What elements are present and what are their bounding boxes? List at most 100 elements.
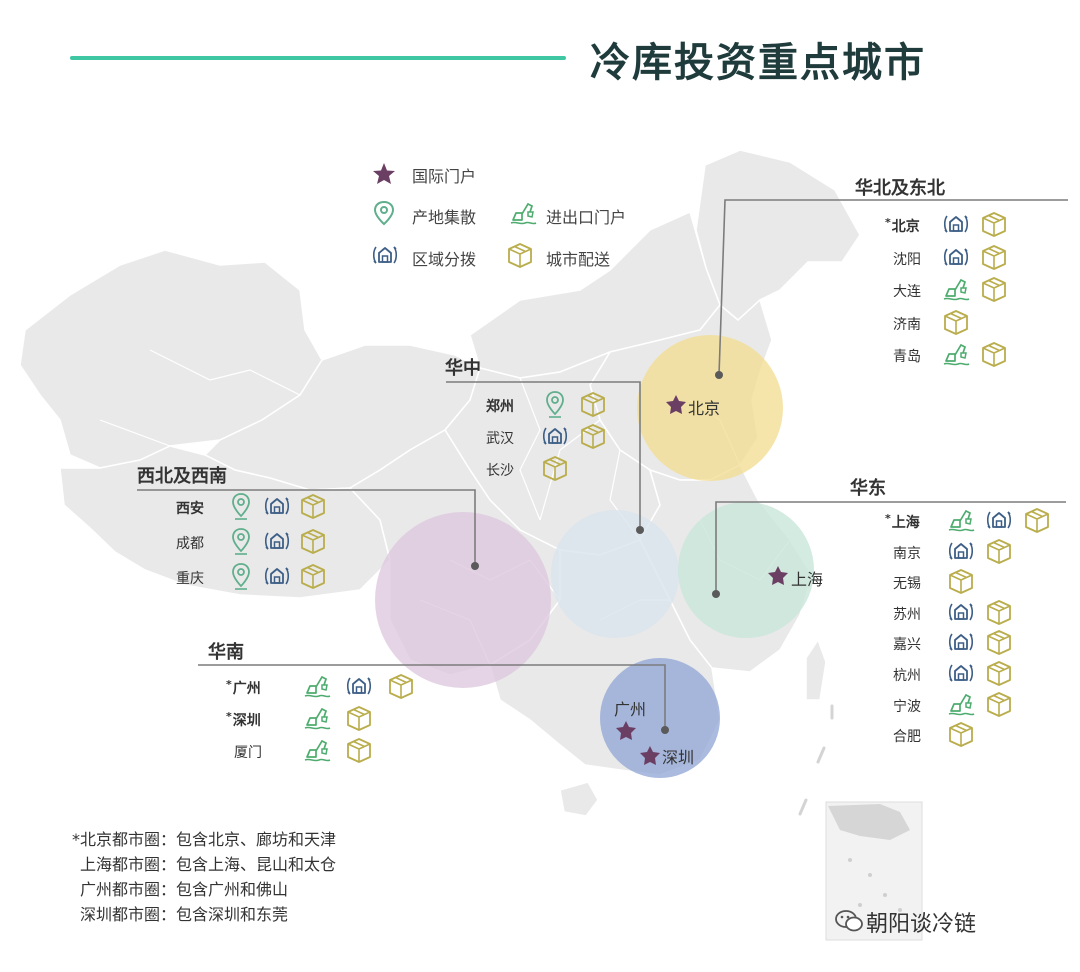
box-icon [984, 689, 1014, 719]
city-asterisk: * [226, 710, 232, 723]
box-icon [984, 627, 1014, 657]
city-label: *深圳 [226, 710, 261, 730]
box-icon [941, 307, 971, 337]
region-title-west: 西北及西南 [137, 466, 227, 487]
location-pin-icon [226, 491, 256, 521]
box-icon [984, 597, 1014, 627]
city-name: 无锡 [893, 576, 921, 593]
city-label: 厦门 [234, 742, 262, 762]
map-label-beijing: 北京 [688, 399, 721, 418]
city-name: 合肥 [893, 729, 921, 746]
city-label: 重庆 [176, 568, 204, 588]
city-label: *上海 [885, 512, 920, 532]
leader-north [718, 199, 1068, 376]
map-label-shenzhen: 深圳 [662, 748, 695, 767]
warehouse-icon [262, 491, 292, 521]
region-title-south: 华南 [208, 642, 244, 663]
map-stars [616, 395, 788, 765]
city-label: 长沙 [486, 460, 514, 480]
box-icon [1022, 505, 1052, 535]
watermark-text: 朝阳谈冷链 [866, 912, 977, 937]
excavator-icon [508, 198, 538, 228]
city-label: 济南 [893, 314, 921, 334]
location-pin-icon [226, 561, 256, 591]
city-name: 广州 [232, 681, 261, 697]
title-accent-line [70, 56, 566, 60]
excavator-icon [946, 689, 976, 719]
box-icon [344, 735, 374, 765]
warehouse-icon [984, 505, 1014, 535]
city-name: 沈阳 [893, 251, 921, 268]
city-label: 成都 [176, 533, 204, 553]
city-label: 无锡 [893, 573, 921, 593]
excavator-icon [302, 671, 332, 701]
island-taiwan [805, 638, 827, 701]
city-name: 长沙 [486, 463, 514, 479]
city-name: 嘉兴 [893, 637, 921, 654]
star-beijing [666, 395, 686, 414]
star-shenzhen [640, 746, 660, 765]
region-circle-south [600, 658, 720, 778]
leader-east [715, 501, 1066, 594]
warehouse-icon [946, 597, 976, 627]
warehouse-icon [540, 421, 570, 451]
sea-dashes [798, 704, 834, 816]
warehouse-icon [344, 671, 374, 701]
box-icon [979, 339, 1009, 369]
city-name: 杭州 [893, 668, 921, 684]
city-name: 武汉 [486, 431, 514, 447]
page-title: 冷库投资重点城市 [590, 40, 926, 86]
city-name: 厦门 [234, 745, 262, 761]
box-icon [946, 719, 976, 749]
leader-west [137, 489, 476, 566]
box-icon [979, 242, 1009, 272]
box-icon [298, 561, 328, 591]
city-name: 重庆 [176, 571, 204, 587]
city-label: *北京 [885, 216, 920, 236]
city-label: 武汉 [486, 428, 514, 448]
city-name: 北京 [891, 219, 920, 235]
map-label-shanghai: 上海 [791, 570, 824, 589]
warehouse-icon [941, 209, 971, 239]
city-label: 南京 [893, 543, 921, 563]
leader-central [446, 381, 641, 530]
city-name: 成都 [176, 536, 204, 552]
city-name: 大连 [893, 284, 921, 300]
region-circle-central [551, 510, 679, 638]
excavator-icon [302, 703, 332, 733]
city-label: 沈阳 [893, 249, 921, 269]
warehouse-icon [370, 240, 400, 270]
city-label: 合肥 [893, 726, 921, 746]
city-label: 大连 [893, 281, 921, 301]
city-label: *广州 [226, 678, 261, 698]
leader-south [198, 664, 666, 730]
star-guangzhou [616, 721, 636, 740]
city-name: 宁波 [893, 698, 921, 715]
region-title-central: 华中 [445, 358, 481, 379]
region-circle-north [637, 335, 783, 481]
box-icon [979, 274, 1009, 304]
city-label: 苏州 [893, 604, 921, 624]
location-pin-icon [540, 389, 570, 419]
map-label-guangzhou: 广州 [614, 700, 647, 719]
city-label: 西安 [176, 498, 204, 518]
province-northeast [695, 149, 861, 321]
city-name: 深圳 [232, 713, 261, 729]
city-name: 西安 [176, 501, 204, 517]
box-icon [984, 536, 1014, 566]
star-shanghai [768, 566, 788, 585]
box-icon [386, 671, 416, 701]
box-icon [984, 658, 1014, 688]
box-icon [505, 240, 535, 270]
box-icon [298, 526, 328, 556]
warehouse-icon [946, 536, 976, 566]
warehouse-icon [941, 242, 971, 272]
excavator-icon [941, 339, 971, 369]
city-asterisk: * [885, 216, 891, 229]
excavator-icon [941, 274, 971, 304]
city-name: 南京 [893, 545, 921, 562]
city-label: 郑州 [486, 396, 514, 416]
city-name: 济南 [893, 316, 921, 333]
legend-label-distribution: 区域分拨 [412, 250, 477, 269]
warehouse-icon [262, 561, 292, 591]
